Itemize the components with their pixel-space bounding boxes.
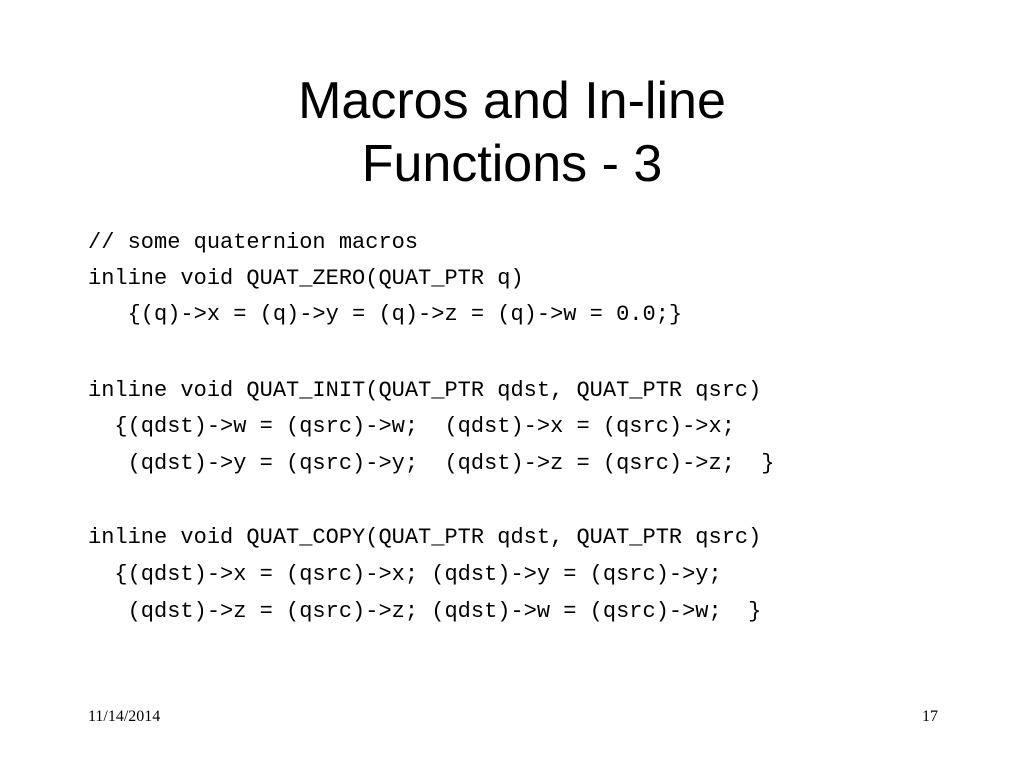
slide-title: Macros and In-line Functions - 3	[0, 70, 1024, 196]
slide-title-line-1: Macros and In-line	[298, 72, 726, 130]
slide-title-line-2: Functions - 3	[361, 135, 663, 193]
code-line-9: inline void QUAT_COPY(QUAT_PTR qdst, QUA…	[88, 525, 762, 550]
footer-page-number: 17	[922, 708, 938, 725]
code-line-3: {(q)->x = (q)->y = (q)->z = (q)->w = 0.0…	[88, 302, 683, 327]
code-line-10: {(qdst)->x = (qsrc)->x; (qdst)->y = (qsr…	[88, 562, 722, 587]
code-line-6: {(qdst)->w = (qsrc)->w; (qdst)->x = (qsr…	[88, 414, 735, 439]
code-line-5: inline void QUAT_INIT(QUAT_PTR qdst, QUA…	[88, 378, 762, 403]
code-line-11: (qdst)->z = (qsrc)->z; (qdst)->w = (qsrc…	[88, 599, 762, 624]
code-line-7: (qdst)->y = (qsrc)->y; (qdst)->z = (qsrc…	[88, 451, 775, 476]
code-line-2: inline void QUAT_ZERO(QUAT_PTR q)	[88, 266, 524, 291]
code-line-1: // some quaternion macros	[88, 230, 419, 255]
footer-date: 11/14/2014	[88, 708, 161, 725]
